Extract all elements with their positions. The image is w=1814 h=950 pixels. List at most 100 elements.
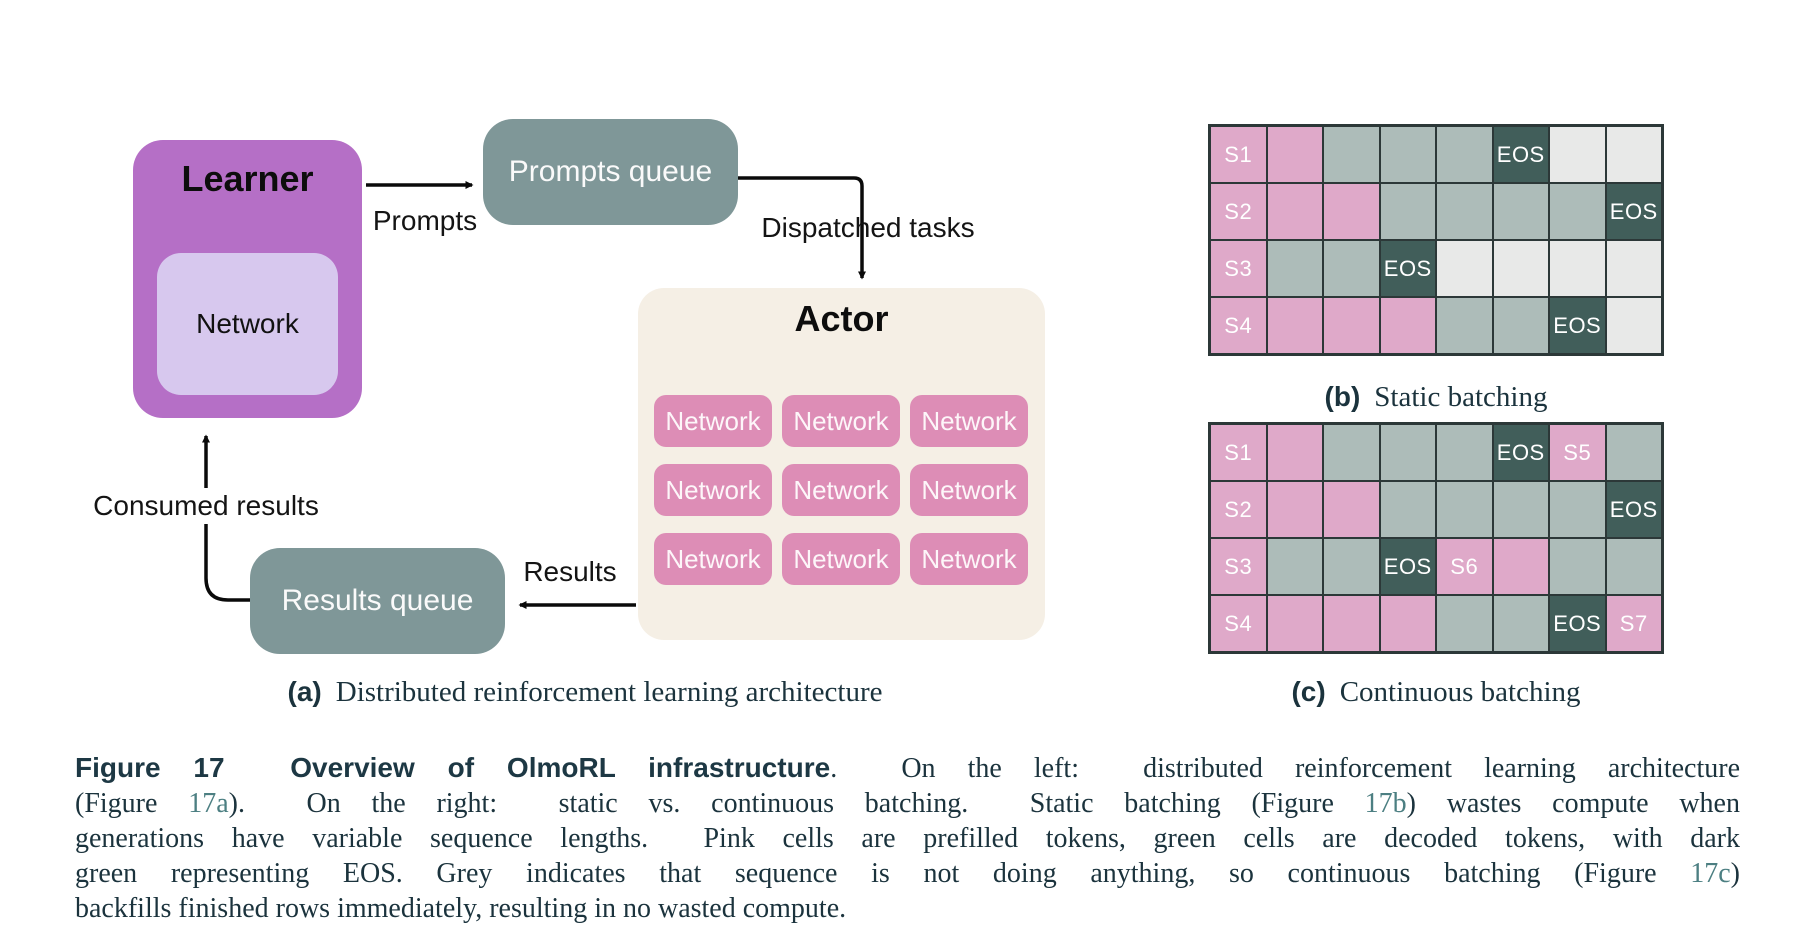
continuous-cell-prefill-s2: S2 [1210,481,1267,538]
actor-network-pill: Network [910,533,1028,585]
actor-network-pill: Network [910,464,1028,516]
actor-network-pill: Network [654,395,772,447]
figure-caption-line: (Figure 17a). On the right: static vs. c… [75,786,1740,821]
learner-network-box: Network [157,253,338,395]
figure-caption-text: ) wastes compute when [1406,788,1740,819]
static-cell-decode [1436,297,1493,354]
static-cell-idle [1605,126,1662,183]
continuous-cell-decode [1379,481,1436,538]
edge-label-consumed-results: Consumed results [93,490,319,521]
figure-caption-line: generations have variable sequence lengt… [75,821,1740,856]
figure-caption-title: Figure 17 Overview of OlmoRL infrastruct… [75,752,831,783]
learner-title: Learner [181,158,314,199]
actor-network-pill: Network [654,464,772,516]
caption-a: (a)Distributed reinforcement learning ar… [165,676,1005,709]
continuous-cell-decode [1605,424,1662,481]
continuous-cell-decode [1492,595,1549,652]
caption-b-text: Static batching [1374,381,1548,413]
continuous-cell-eos-eos: EOS [1379,538,1436,595]
caption-c-text: Continuous batching [1339,676,1581,708]
continuous-cell-prefill-s4: S4 [1210,595,1267,652]
caption-b-tag: (b) [1324,381,1361,412]
static-cell-prefill-s4: S4 [1210,297,1267,354]
figure-caption-text: ) [1730,858,1740,889]
static-cell-prefill-s3: S3 [1210,240,1267,297]
continuous-cell-eos-eos: EOS [1605,481,1662,538]
edge-label-results: Results [523,556,617,587]
continuous-cell-decode [1436,481,1493,538]
continuous-cell-decode [1436,595,1493,652]
continuous-cell-prefill-s1: S1 [1210,424,1267,481]
static-cell-prefill [1323,297,1380,354]
static-cell-idle [1436,240,1493,297]
static-cell-prefill [1266,297,1323,354]
continuous-cell-decode [1266,538,1323,595]
edge-label-dispatched-tasks: Dispatched tasks [761,212,975,243]
actor-network-pill: Network [782,464,900,516]
static-cell-prefill [1266,126,1323,183]
continuous-cell-decode [1379,424,1436,481]
continuous-cell-decode [1323,538,1380,595]
continuous-cell-prefill [1323,595,1380,652]
caption-c: (c) Continuous batching [1136,676,1736,709]
continuous-cell-decode [1549,538,1606,595]
static-cell-eos-eos: EOS [1549,297,1606,354]
continuous-cell-prefill [1379,595,1436,652]
continuous-cell-decode [1605,538,1662,595]
actor-network-pill: Network [910,395,1028,447]
figure-caption-line: backfills finished rows immediately, res… [75,891,1740,926]
static-cell-idle [1605,240,1662,297]
static-cell-decode [1379,126,1436,183]
figure-caption-text: ). On the right: static vs. continuous b… [228,788,1365,819]
static-cell-prefill-s2: S2 [1210,183,1267,240]
static-cell-idle [1605,297,1662,354]
static-cell-decode [1379,183,1436,240]
static-cell-decode [1549,183,1606,240]
continuous-cell-prefill-s3: S3 [1210,538,1267,595]
static-cell-prefill-s1: S1 [1210,126,1267,183]
caption-a-text: Distributed reinforcement learning archi… [335,676,883,708]
figure-ref-link[interactable]: 17c [1690,858,1731,889]
static-cell-prefill [1323,183,1380,240]
arrow-consumed-results-elbow [204,524,250,602]
figure-caption: Figure 17 Overview of OlmoRL infrastruct… [75,750,1740,926]
edge-label-prompts: Prompts [372,205,478,236]
continuous-cell-prefill-s6: S6 [1436,538,1493,595]
continuous-cell-prefill [1492,538,1549,595]
figure-caption-text: . On the left: distributed reinforcement… [830,753,1741,784]
static-cell-eos-eos: EOS [1605,183,1662,240]
actor-title: Actor [794,298,889,339]
continuous-cell-eos-eos: EOS [1492,424,1549,481]
continuous-cell-prefill [1266,595,1323,652]
figure-caption-line: green representing EOS. Grey indicates t… [75,856,1740,891]
continuous-cell-decode [1323,424,1380,481]
actor-network-pill: Network [782,395,900,447]
static-cell-eos-eos: EOS [1379,240,1436,297]
static-cell-decode [1266,240,1323,297]
static-cell-decode [1436,183,1493,240]
figure-ref-link[interactable]: 17b [1364,788,1407,819]
static-cell-idle [1549,240,1606,297]
figure-ref-link[interactable]: 17a [188,788,229,819]
static-cell-decode [1323,240,1380,297]
static-cell-idle [1549,126,1606,183]
actor-network-pill: Network [782,533,900,585]
continuous-cell-prefill [1266,481,1323,538]
figure-caption-text: backfills finished rows immediately, res… [75,893,847,924]
caption-c-tag: (c) [1291,676,1326,707]
actor-network-pill: Network [654,533,772,585]
continuous-cell-prefill [1323,481,1380,538]
static-cell-prefill [1266,183,1323,240]
continuous-cell-prefill-s7: S7 [1605,595,1662,652]
continuous-cell-decode [1492,481,1549,538]
caption-b: (b) Static batching [1136,381,1736,414]
static-cell-decode [1436,126,1493,183]
prompts-queue-box: Prompts queue [483,119,738,225]
continuous-cell-prefill [1266,424,1323,481]
static-cell-idle [1492,240,1549,297]
figure-caption-text: generations have variable sequence lengt… [75,823,1740,854]
